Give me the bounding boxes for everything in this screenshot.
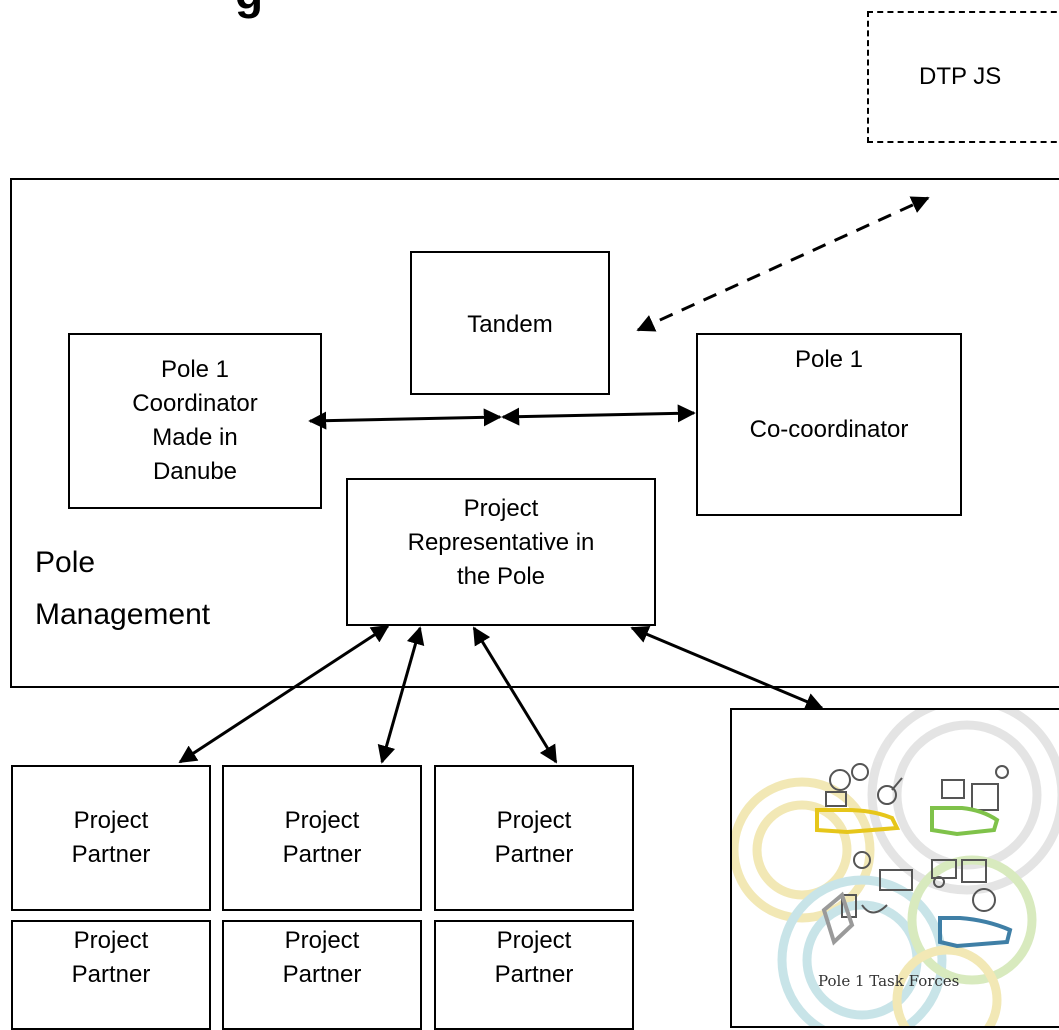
industry-icons (941, 765, 1009, 811)
coordinator-line: Danube (152, 458, 238, 485)
partner-label: Project Partner (495, 804, 574, 872)
finance-icons (825, 763, 903, 807)
partner-box: Project Partner (434, 765, 634, 911)
tech-icons (931, 859, 996, 912)
task-forces-box: Pole 1 Task Forces (730, 708, 1059, 1028)
partner-box: Project Partner (222, 920, 422, 1030)
page-title-fragment: g (235, 0, 263, 16)
co-coordinator-line2: Co-coordinator (749, 416, 909, 443)
pole-management-label: Pole Management (35, 537, 210, 641)
coordinator-label: Pole 1 Coordinator Made in Danube (132, 353, 257, 489)
partner-line1: Project (284, 807, 360, 834)
representative-line: Representative in (407, 529, 595, 556)
partner-line2: Partner (494, 961, 574, 988)
tandem-box: Tandem (410, 251, 610, 395)
task-forces-illustration (732, 710, 1059, 1026)
partner-line2: Partner (71, 961, 151, 988)
green-hand-icon (930, 806, 1000, 837)
partner-line1: Project (284, 927, 360, 954)
partner-box: Project Partner (222, 765, 422, 911)
representative-box: Project Representative in the Pole (346, 478, 656, 626)
partner-label: Project Partner (72, 924, 151, 992)
co-coordinator-label: Pole 1 Co-coordinator (698, 335, 960, 514)
partner-line2: Partner (71, 841, 151, 868)
dtp-js-box: DTP JS (867, 11, 1059, 143)
yellow-hand-icon (815, 808, 901, 835)
partner-line1: Project (496, 807, 572, 834)
partner-label: Project Partner (283, 924, 362, 992)
task-forces-caption: Pole 1 Task Forces (818, 972, 960, 990)
tandem-label: Tandem (467, 311, 553, 338)
pole-management-label-line1: Pole (35, 546, 96, 579)
pole-management-label-line2: Management (35, 598, 211, 631)
partner-label: Project Partner (283, 804, 362, 872)
partner-line1: Project (496, 927, 572, 954)
partner-line1: Project (73, 807, 149, 834)
partner-line2: Partner (282, 841, 362, 868)
gray-hand-icon (821, 891, 855, 946)
partner-box: Project Partner (11, 920, 211, 1030)
dtp-js-label: DTP JS (919, 63, 1002, 90)
coordinator-line: Coordinator (132, 390, 258, 417)
coordinator-line: Made in (152, 424, 238, 451)
partner-line2: Partner (282, 961, 362, 988)
partner-line1: Project (73, 927, 149, 954)
representative-line: the Pole (456, 563, 546, 590)
partner-box: Project Partner (434, 920, 634, 1030)
blue-hand-icon (938, 916, 1013, 949)
representative-label: Project Representative in the Pole (408, 492, 595, 594)
coordinator-line: Pole 1 (160, 356, 230, 383)
partner-line2: Partner (494, 841, 574, 868)
co-coordinator-line1: Pole 1 (794, 346, 864, 373)
partner-label: Project Partner (495, 924, 574, 992)
partner-box: Project Partner (11, 765, 211, 911)
representative-line: Project (463, 495, 539, 522)
partner-label: Project Partner (72, 804, 151, 872)
co-coordinator-box: Pole 1 Co-coordinator (696, 333, 962, 516)
coordinator-box: Pole 1 Coordinator Made in Danube (68, 333, 322, 509)
